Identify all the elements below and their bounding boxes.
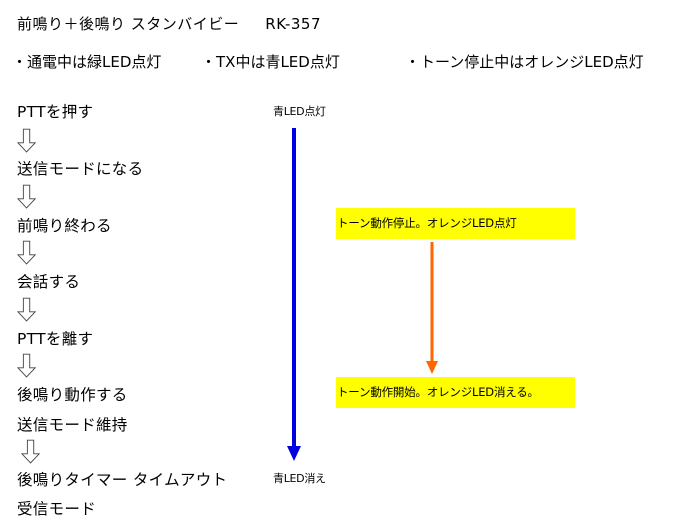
legend-tx-blue: ・TX中は青LED点灯 — [201, 53, 340, 71]
step-pre-tone-end: 前鳴り終わる — [17, 217, 112, 235]
hollow-down-arrow-icon — [21, 439, 41, 464]
step-tx-mode: 送信モードになる — [17, 160, 144, 178]
diagram-title: 前鳴り＋後鳴り スタンバイビー RK-357 — [17, 13, 321, 34]
blue-led-off-label: 青LED消え — [273, 472, 326, 485]
blue-led-on-label: 青LED点灯 — [273, 105, 326, 118]
step-ptt-release: PTTを離す — [17, 330, 94, 348]
hollow-down-arrow-icon — [17, 240, 37, 265]
step-rx-mode: 受信モード — [17, 500, 97, 518]
hollow-down-arrow-icon — [17, 297, 37, 322]
hollow-down-arrow-icon — [17, 128, 37, 153]
step-tx-hold: 送信モード維持 — [17, 416, 128, 434]
step-ptt-press: PTTを押す — [17, 103, 94, 121]
tone-start-note: トーン動作開始。オレンジLED消える。 — [336, 377, 575, 408]
legend-tone-orange: ・トーン停止中はオレンジLED点灯 — [405, 53, 644, 71]
legend-power-green: ・通電中は緑LED点灯 — [12, 53, 162, 71]
step-timeout: 後鳴りタイマー タイムアウト — [17, 471, 228, 489]
step-talk: 会話する — [17, 273, 81, 291]
tone-stop-note: トーン動作停止。オレンジLED点灯 — [336, 208, 575, 239]
model-number: RK-357 — [265, 15, 322, 33]
hollow-down-arrow-icon — [17, 353, 37, 378]
hollow-down-arrow-icon — [17, 184, 37, 209]
title-text: 前鳴り＋後鳴り スタンバイビー — [17, 15, 240, 33]
step-post-tone: 後鳴り動作する — [17, 386, 128, 404]
